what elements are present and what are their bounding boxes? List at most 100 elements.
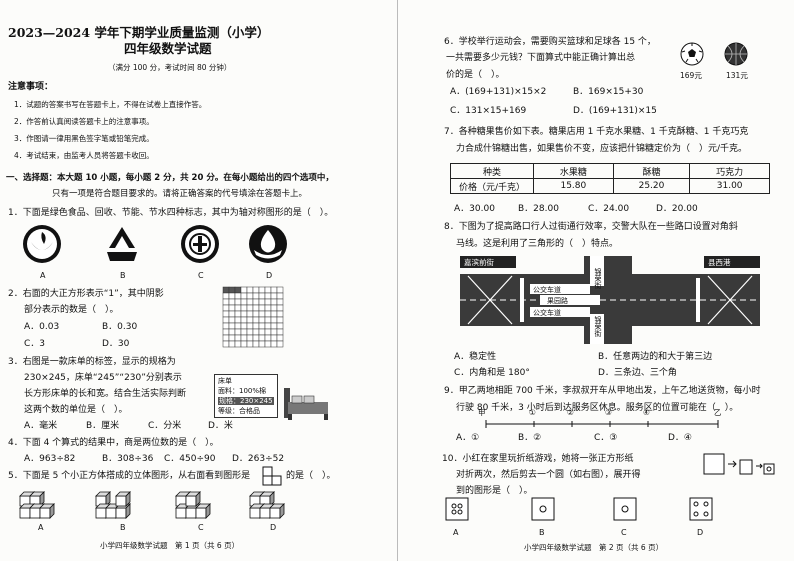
grid-cell: [258, 304, 266, 312]
grid-cell: [222, 322, 230, 330]
grid-cell: [240, 340, 248, 348]
grid-cell: [258, 310, 266, 318]
grid-cell: [252, 316, 260, 324]
option-label: B: [120, 271, 126, 280]
grid-cell: [240, 310, 248, 318]
grid-cell: [228, 322, 236, 330]
option-b-icon: [531, 497, 555, 521]
table-cell: 价格（元/千克）: [450, 178, 534, 194]
q1-symbols: [23, 225, 287, 263]
grid-cell: [264, 286, 272, 294]
page-footer: 小学四年级数学试题 第 2 页（共 6 页）: [524, 543, 664, 552]
table-cell: 31.00: [689, 178, 770, 194]
question-3-line2: 230×245，床单“245”“230”分别表示: [24, 373, 182, 383]
folding-options: [445, 497, 713, 521]
grid-cell: [234, 340, 242, 348]
table-row: 价格（元/千克） 15.80 25.20 31.00: [450, 178, 770, 194]
grid-cell: [276, 304, 284, 312]
page-footer: 小学四年级数学试题 第 1 页（共 6 页）: [100, 541, 240, 550]
grid-cell: [270, 298, 278, 306]
grid-cell: [264, 304, 272, 312]
folding-diagram: [703, 453, 775, 475]
grid-cell: [276, 286, 284, 294]
basketball-icon: [724, 42, 748, 66]
q7-option-d: D．20.00: [656, 204, 698, 214]
option-label: C: [198, 523, 204, 532]
question-5: 5．下面是 5 个小正方体搭成的立体图形，从右面看到图形是: [8, 471, 251, 481]
grid-cell: [270, 310, 278, 318]
question-3-line3: 长方形床单的长和宽。结合生活实际判断: [24, 389, 187, 399]
option-label: A: [38, 523, 44, 532]
grid-cell: [252, 334, 260, 342]
question-6-line2: 一共需要多少元钱？下面算式中能正确计算出总: [446, 53, 636, 63]
grid-cell: [246, 322, 254, 330]
cube-figures: [19, 491, 285, 519]
bed-icon: [284, 388, 328, 420]
q3-option-c: C．分米: [148, 421, 182, 431]
grid-cell: [240, 304, 248, 312]
grid-cell: [276, 298, 284, 306]
grid-cell: [252, 292, 260, 300]
grid-cell: [246, 298, 254, 306]
q7-option-c: C．24.00: [588, 204, 630, 214]
grid-cell: [276, 310, 284, 318]
grid-cell: [270, 316, 278, 324]
section-heading: 一、选择题：本大题 10 小题，每小题 2 分，共 20 分。在每小题给出的四个…: [6, 173, 334, 183]
question-6: 6．学校举行运动会，需要购买篮球和足球各 15 个，: [444, 37, 656, 47]
q6-option-c: C．131×15+169: [450, 106, 527, 116]
table-header-cell: 巧克力: [689, 163, 770, 179]
card-line: 规格：230×245: [218, 397, 274, 405]
option-label: B: [120, 523, 126, 532]
map-label: 公交车道: [533, 286, 561, 294]
grid-cell: [258, 292, 266, 300]
grid-cell: [222, 310, 230, 318]
grid-cell: [240, 286, 248, 294]
green-food-icon: [23, 225, 61, 263]
grid-cell: [222, 316, 230, 324]
q9-option-c: C．③: [594, 433, 618, 443]
grid-cell: [234, 286, 242, 294]
axis-label: ②: [567, 408, 574, 417]
q3-option-d: D．米: [208, 421, 233, 431]
notice-item: 2．作答前认真阅读答题卡上的注意事项。: [14, 117, 154, 126]
grid-cell: [264, 334, 272, 342]
grid-cell: [222, 304, 230, 312]
notice-item: 4．考试结束，由监考人员将答题卡收回。: [14, 151, 154, 160]
option-label: C: [198, 271, 204, 280]
q6-option-a: A．(169+131)×15×2: [450, 87, 547, 97]
hundred-grid: [222, 286, 284, 348]
grid-cell: [222, 298, 230, 306]
grid-cell: [258, 316, 266, 324]
grid-cell: [276, 340, 284, 348]
question-1: 1．下面是绿色食品、回收、节能、节水四种标志，其中为轴对称图形的是（ ）。: [8, 208, 334, 218]
q7-option-a: A．30.00: [454, 204, 495, 214]
intersection-map: [460, 256, 760, 344]
grid-cell: [246, 334, 254, 342]
grid-cell: [234, 328, 242, 336]
table-cell: 15.80: [533, 178, 614, 194]
q8-option-b: B．任意两边的和大于第三边: [598, 352, 713, 362]
grid-cell: [264, 340, 272, 348]
water-saving-icon: [249, 225, 287, 263]
grid-cell: [264, 310, 272, 318]
map-label: 公交车道: [533, 309, 561, 317]
energy-saving-icon: [181, 225, 219, 263]
grid-cell: [252, 304, 260, 312]
figure-c-icon: [175, 491, 211, 519]
side-view-icon: [262, 466, 282, 486]
q6-option-d: D．(169+131)×15: [573, 106, 657, 116]
option-label: A: [453, 528, 459, 537]
grid-cell: [276, 292, 284, 300]
grid-cell: [264, 322, 272, 330]
grid-cell: [240, 334, 248, 342]
table-header-cell: 种类: [450, 163, 534, 179]
grid-cell: [234, 310, 242, 318]
grid-cell: [228, 328, 236, 336]
grid-cell: [270, 304, 278, 312]
grid-cell: [246, 310, 254, 318]
grid-cell: [222, 286, 230, 294]
notice-title: 注意事项：: [8, 82, 54, 92]
grid-cell: [234, 292, 242, 300]
grid-cell: [228, 310, 236, 318]
grid-cell: [276, 328, 284, 336]
